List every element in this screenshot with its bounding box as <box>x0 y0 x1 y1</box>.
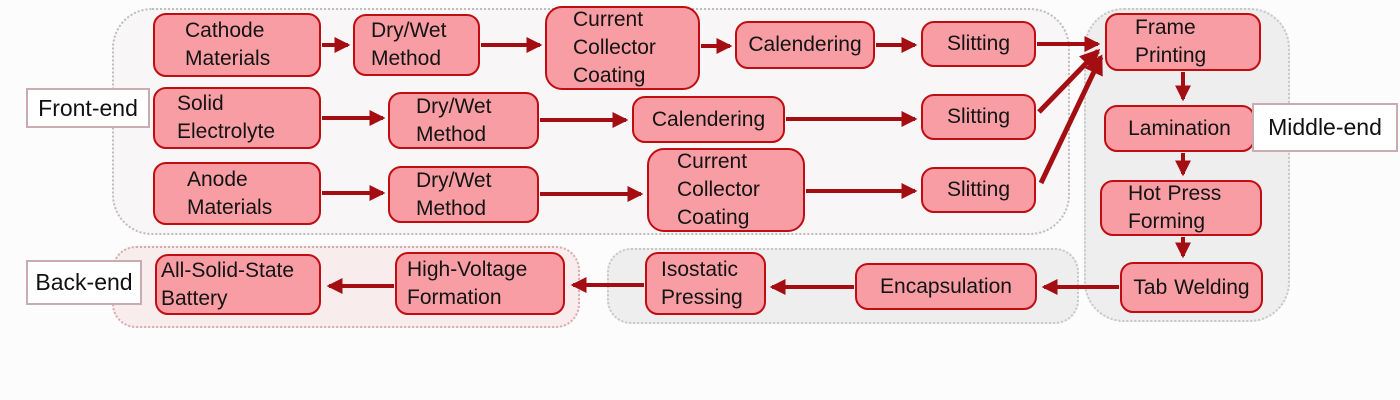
node-slitting-1: Slitting <box>921 21 1036 67</box>
node-high-voltage-formation: High-Voltage Formation <box>395 252 565 315</box>
node-all-solid-state-battery: All-Solid-State Battery <box>155 254 321 315</box>
node-cathode-materials: Cathode Materials <box>153 13 321 77</box>
back-end-label: Back-end <box>26 260 142 305</box>
node-solid-electrolyte: Solid Electrolyte <box>153 87 321 149</box>
node-drywet-method-2: Dry/Wet Method <box>388 92 539 149</box>
node-slitting-3: Slitting <box>921 167 1036 213</box>
node-lamination: Lamination <box>1104 105 1255 152</box>
node-drywet-method-3: Dry/Wet Method <box>388 166 539 223</box>
node-encapsulation: Encapsulation <box>855 263 1037 310</box>
node-current-collector-coating-3: Current Collector Coating <box>647 148 805 232</box>
node-calendering-1: Calendering <box>735 21 875 69</box>
front-end-label: Front-end <box>26 88 150 128</box>
node-current-collector-coating-1: Current Collector Coating <box>545 6 700 90</box>
node-tab-welding: Tab Welding <box>1120 262 1263 313</box>
node-drywet-method-1: Dry/Wet Method <box>353 14 480 76</box>
node-hot-press-forming: Hot Press Forming <box>1100 180 1262 236</box>
node-slitting-2: Slitting <box>921 94 1036 140</box>
node-calendering-2: Calendering <box>632 96 785 143</box>
middle-end-label: Middle-end <box>1252 103 1398 152</box>
node-isostatic-pressing: Isostatic Pressing <box>645 252 766 315</box>
node-anode-materials: Anode Materials <box>153 162 321 225</box>
node-frame-printing: Frame Printing <box>1105 13 1261 71</box>
